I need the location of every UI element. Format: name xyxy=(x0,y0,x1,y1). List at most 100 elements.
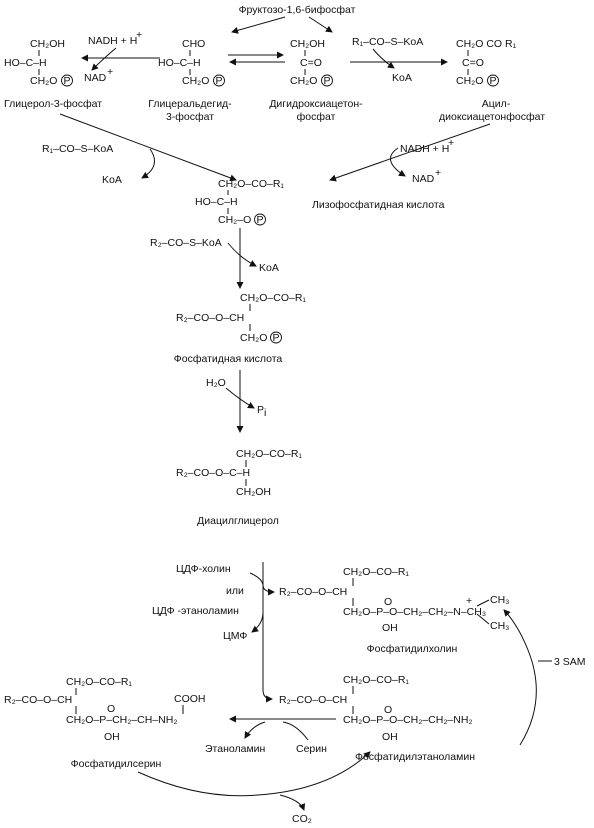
nadh-label-2: NADH + H xyxy=(400,143,449,155)
lysopa-structure: CH₂O–CO–R₁ HO–C–H CH₂–O P xyxy=(195,178,284,226)
pa-structure: CH₂O–CO–R₁ R₂–CO–O–CH CH₂O P xyxy=(176,292,306,344)
co2-label: CO₂ xyxy=(292,813,312,825)
arrow-to-gald3p xyxy=(231,16,286,34)
sam-label: 3 SAM xyxy=(554,656,586,668)
r2coskoa-label: R₂–CO–S–KoA xyxy=(150,237,222,249)
koa-label-1: KoA xyxy=(392,72,412,84)
svg-text:CH₂O: CH₂O xyxy=(182,75,209,87)
r1coskoa-label-2: R₁–CO–S–KoA xyxy=(42,143,113,155)
arrow-dag-to-pe xyxy=(262,562,273,703)
glycerol3p-label: Глицерол-3-фосфат xyxy=(4,98,102,110)
svg-text:+: + xyxy=(448,137,454,149)
svg-text:+: + xyxy=(466,595,472,607)
svg-text:+: + xyxy=(107,66,113,78)
dag-label: Диацилглицерол xyxy=(197,515,279,527)
svg-text:CH₂–O: CH₂–O xyxy=(218,214,251,226)
svg-text:CH₂O–CO–R₁: CH₂O–CO–R₁ xyxy=(66,676,132,688)
svg-text:CH₂O–CO–R₁: CH₂O–CO–R₁ xyxy=(343,674,409,686)
koa-label-2: KoA xyxy=(102,174,122,186)
gald3p-label-line2: 3-фосфат xyxy=(166,111,214,123)
arrow-to-pc xyxy=(249,572,275,596)
svg-text:CH₂O–P–CH₂–CH–NH₂: CH₂O–P–CH₂–CH–NH₂ xyxy=(66,714,177,726)
nad-label-1: NAD xyxy=(84,72,107,84)
svg-text:P: P xyxy=(257,214,264,226)
arrow-to-cmp xyxy=(251,611,264,633)
h2o-label: H₂O xyxy=(206,377,226,389)
svg-text:CH₂O: CH₂O xyxy=(456,75,483,87)
svg-text:R₂–CO–O–CH: R₂–CO–O–CH xyxy=(4,694,72,706)
dag-structure: CH₂O–CO–R₁ R₂–CO–O–C–H CH₂OH xyxy=(176,448,302,498)
acyldhap-label-line2: диоксиацетонфосфат xyxy=(439,111,545,123)
svg-text:CH₃: CH₃ xyxy=(490,594,509,606)
svg-text:CH₂O: CH₂O xyxy=(30,75,57,87)
svg-text:R₂–CO–O–C–H: R₂–CO–O–C–H xyxy=(176,467,250,479)
nadh-label-1: NADH + H xyxy=(88,35,137,47)
svg-text:CH₂O–P–O–CH₂–CH₂–NH₂: CH₂O–P–O–CH₂–CH₂–NH₂ xyxy=(343,714,473,726)
lysopa-label: Лизофосфатидная кислота xyxy=(312,199,445,211)
svg-text:R₂–CO–O–CH: R₂–CO–O–CH xyxy=(279,694,347,706)
svg-text:O: O xyxy=(107,703,115,715)
svg-text:HO–C–H: HO–C–H xyxy=(4,57,47,69)
svg-text:O: O xyxy=(384,704,392,716)
svg-text:CH₂O: CH₂O xyxy=(290,75,317,87)
svg-text:+: + xyxy=(136,29,142,41)
svg-text:O: O xyxy=(384,596,392,608)
svg-text:HO–C–H: HO–C–H xyxy=(158,57,201,69)
koa-label-3: KoA xyxy=(259,262,279,274)
dhap-structure: CH₂OH C=O CH₂O P xyxy=(290,38,333,87)
svg-text:CH₂O: CH₂O xyxy=(240,332,267,344)
gald3p-structure: CHO HO–C–H CH₂O P xyxy=(158,38,225,87)
pe-label: Фосфатидилэтаноламин xyxy=(355,751,475,763)
svg-text:CH₂OH: CH₂OH xyxy=(290,38,325,50)
svg-text:R₂–CO–O–CH: R₂–CO–O–CH xyxy=(176,312,244,324)
svg-text:OH: OH xyxy=(104,731,120,743)
or-label: или xyxy=(226,585,244,597)
arrow-to-dhap xyxy=(308,16,333,33)
svg-text:CH₂O–CO–R₁: CH₂O–CO–R₁ xyxy=(240,292,306,304)
acyldhap-label-line1: Ацил- xyxy=(482,98,511,110)
svg-text:OH: OH xyxy=(382,622,398,634)
pe-structure: CH₂O–CO–R₁ R₂–CO–O–CH O CH₂O–P–O–CH₂–CH₂… xyxy=(279,674,473,743)
svg-text:OH: OH xyxy=(382,731,398,743)
nad-label-2: NAD xyxy=(412,173,435,185)
gald3p-label-line1: Глицеральдегид- xyxy=(148,98,232,110)
cdp-choline-label: ЦДФ-холин xyxy=(176,563,231,575)
svg-text:P: P xyxy=(64,75,71,87)
pa-label: Фосфатидная кислота xyxy=(174,353,283,365)
svg-text:CH₂OH: CH₂OH xyxy=(30,38,65,50)
fructose-bisphosphate-label: Фруктозо-1,6-бифосфат xyxy=(239,4,356,16)
svg-text:CH₂OH: CH₂OH xyxy=(236,486,271,498)
svg-text:HO–C–H: HO–C–H xyxy=(195,196,238,208)
svg-text:C=O: C=O xyxy=(462,57,484,69)
svg-text:i: i xyxy=(264,407,266,419)
svg-text:P: P xyxy=(216,75,223,87)
serine-label: Серин xyxy=(296,743,327,755)
ps-structure: CH₂O–CO–R₁ R₂–CO–O–CH CH₂O–P–CH₂–CH–NH₂ … xyxy=(4,676,206,743)
svg-text:CH₂O CO R₁: CH₂O CO R₁ xyxy=(456,38,517,50)
arrow-glycerol3p-to-lysopa xyxy=(59,113,237,182)
svg-text:COOH: COOH xyxy=(174,693,206,705)
svg-text:C=O: C=O xyxy=(300,57,322,69)
svg-text:CHO: CHO xyxy=(182,38,205,50)
arrow-pe-to-pc xyxy=(503,609,537,746)
svg-text:P: P xyxy=(490,75,497,87)
cdp-ethanolamine-label: ЦДФ -этаноламин xyxy=(152,605,239,617)
pc-label: Фосфатидилхолин xyxy=(367,643,458,655)
svg-text:CH₂O–CO–R₁: CH₂O–CO–R₁ xyxy=(236,448,302,460)
dhap-label-line1: Дигидроксиацетон- xyxy=(269,98,363,110)
pi-label: P xyxy=(257,404,264,416)
ps-label: Фосфатидилсерин xyxy=(71,758,162,770)
svg-text:+: + xyxy=(435,167,441,179)
pc-structure: CH₂O–CO–R₁ R₂–CO–O–CH O CH₂O–P–O–CH₂–CH₂… xyxy=(279,566,509,634)
cmp-label: ЦМФ xyxy=(223,630,247,642)
svg-text:R₂–CO–O–CH: R₂–CO–O–CH xyxy=(279,586,347,598)
svg-text:CH₃: CH₃ xyxy=(490,620,509,632)
svg-text:P: P xyxy=(273,332,280,344)
dhap-label-line2: фосфат xyxy=(297,111,336,123)
svg-text:CH₂O–CO–R₁: CH₂O–CO–R₁ xyxy=(218,178,284,190)
arrow-acyldhap-to-lysopa xyxy=(329,123,491,182)
svg-text:P: P xyxy=(324,75,331,87)
acyldhap-structure: CH₂O CO R₁ C=O CH₂O P xyxy=(456,38,517,87)
ethanolamine-label: Этаноламин xyxy=(205,743,266,755)
